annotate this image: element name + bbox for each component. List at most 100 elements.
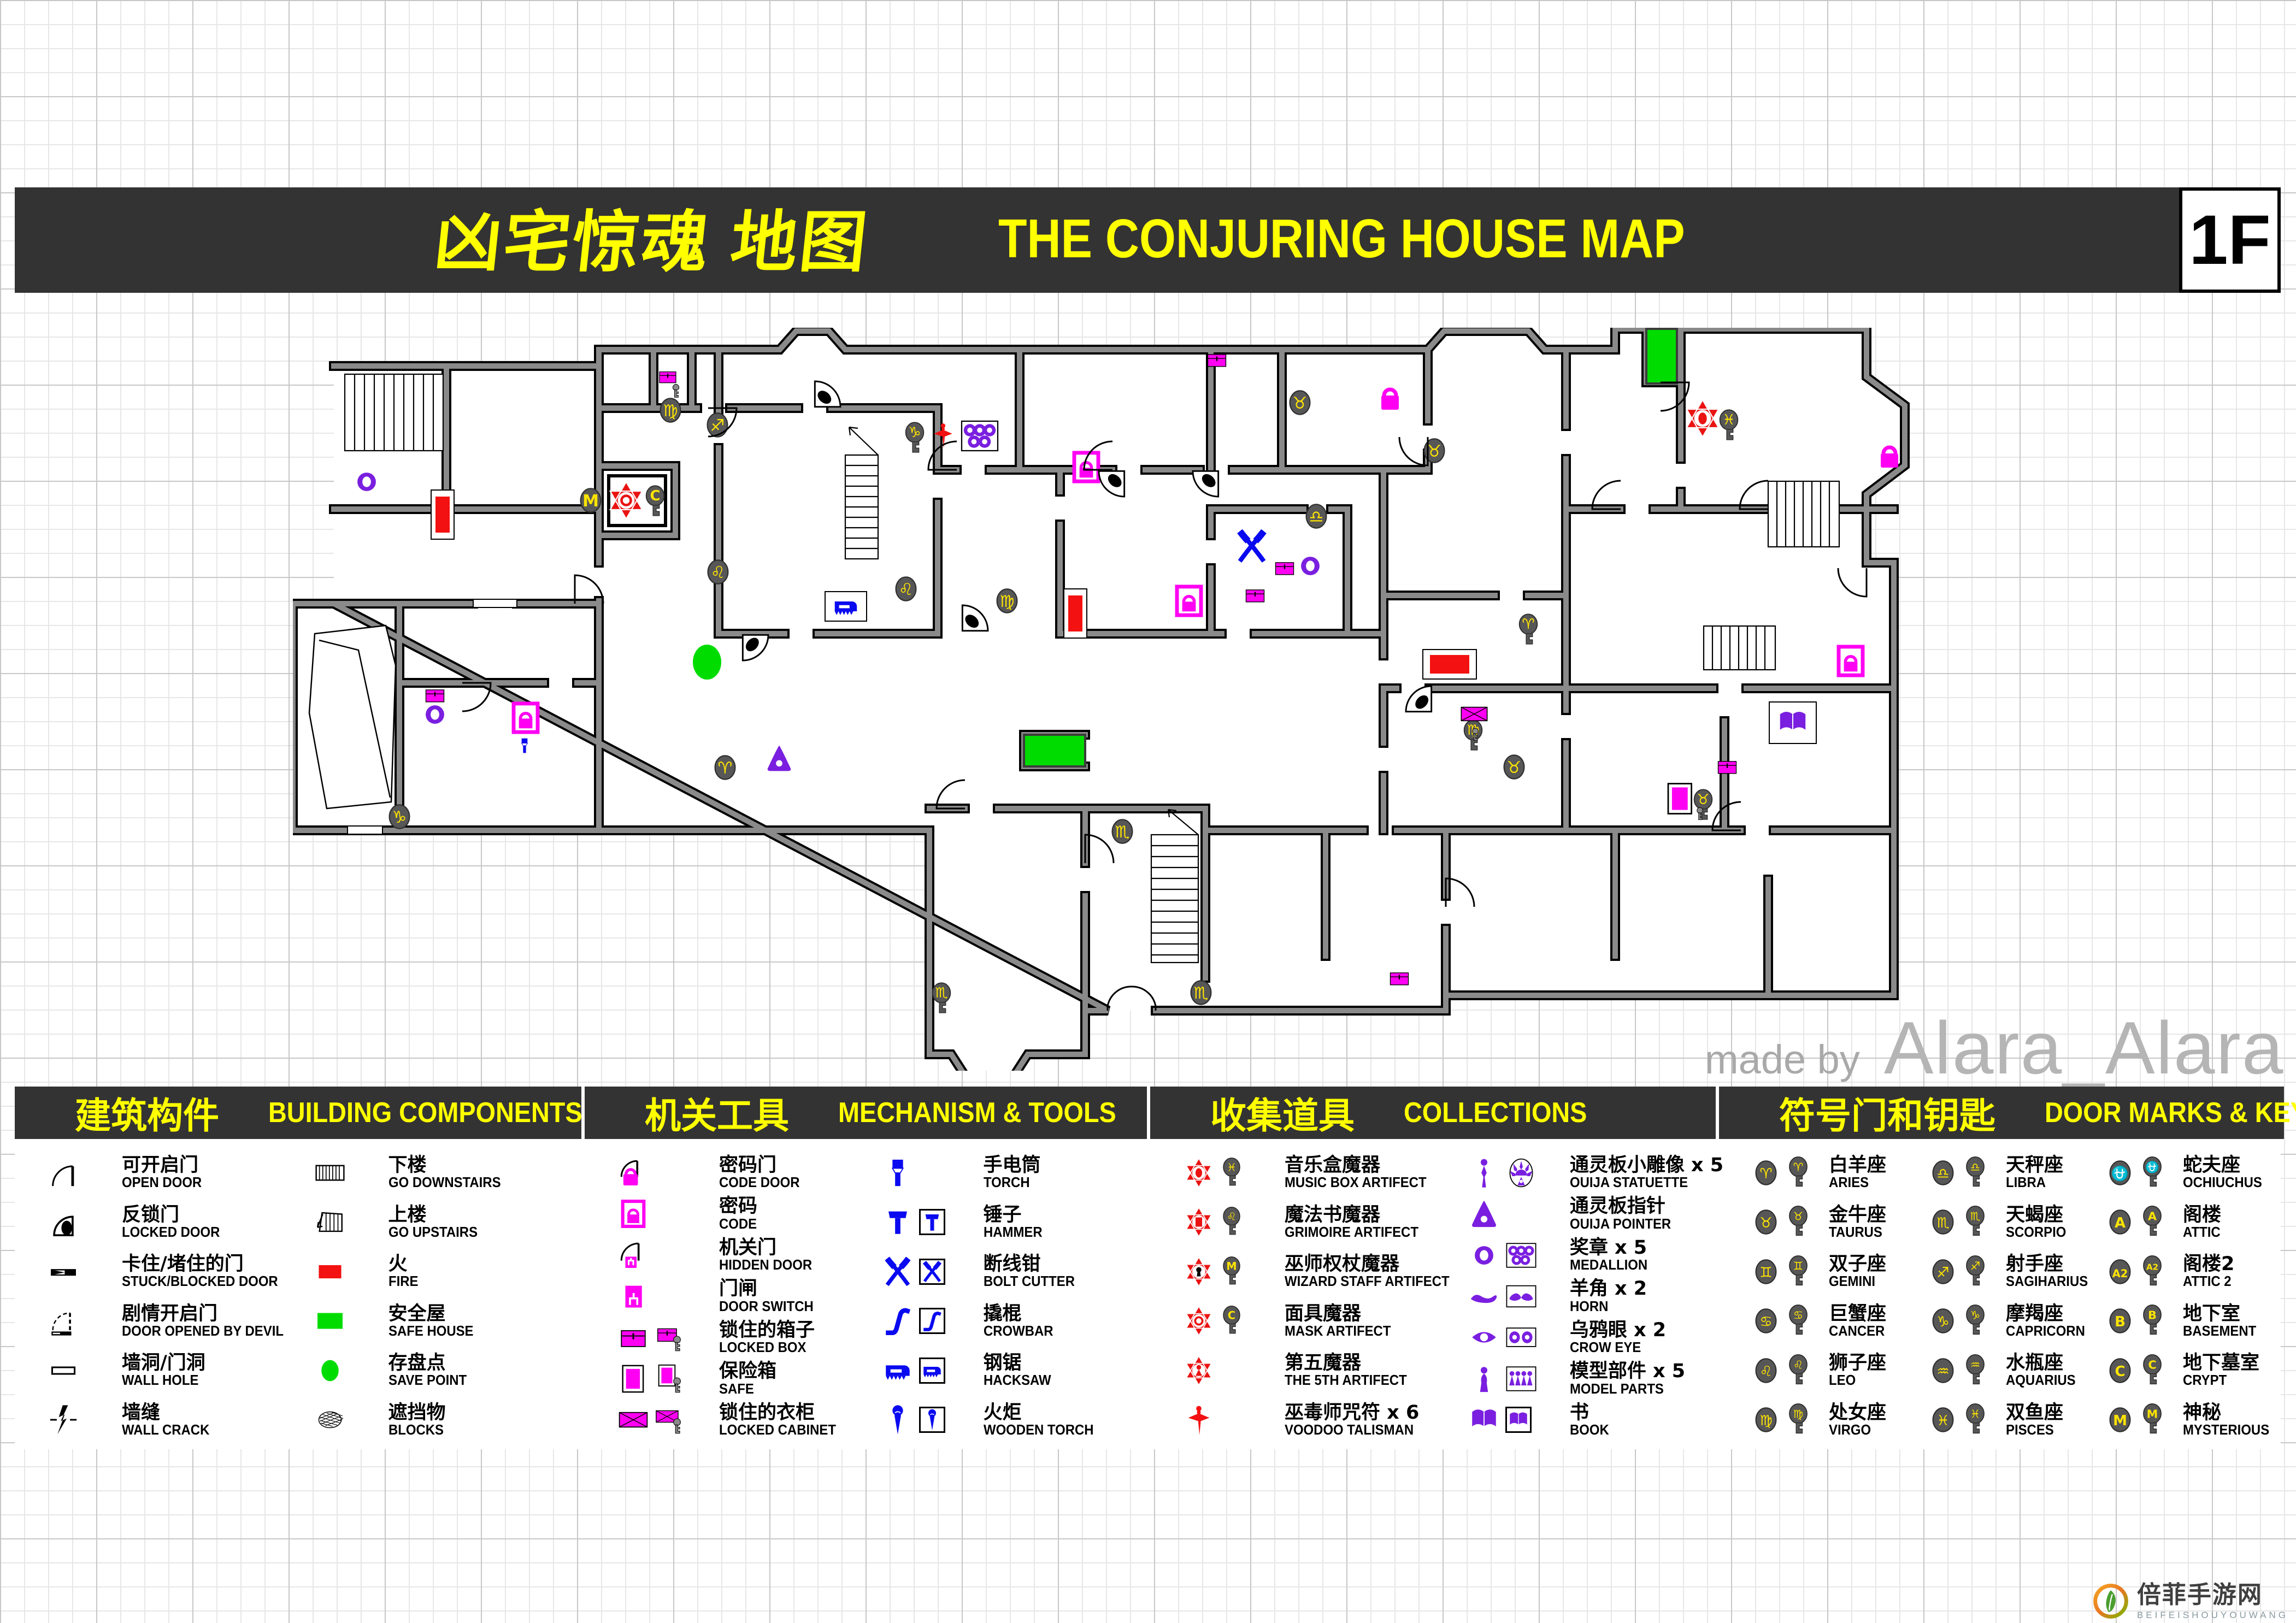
legend-label-zh: 阁楼2 (2183, 1253, 2235, 1276)
floor-badge: 1F (2179, 187, 2281, 293)
legend-label-en: LOCKED DOOR (122, 1223, 220, 1240)
legend-label-en: MEDALLION (1569, 1256, 1648, 1273)
marker-door (1837, 568, 1868, 598)
legend-label-zh: 安全屋 (388, 1302, 446, 1325)
crowbar-icon (882, 1305, 975, 1337)
legend-label-en: LIBRA (2006, 1174, 2046, 1191)
legend-label-zh: 上楼 (388, 1203, 427, 1226)
code-door-icon (617, 1157, 710, 1189)
marker-bookbox (1769, 701, 1817, 744)
statuette-icon (1468, 1157, 1561, 1189)
legend-label-en: ARIES (1829, 1174, 1869, 1191)
legend-label-zh: 保险箱 (719, 1360, 777, 1383)
svg-text:♈: ♈ (1759, 1165, 1772, 1182)
marker-door (1739, 480, 1769, 510)
svg-text:♏: ♏ (1970, 1209, 1980, 1223)
svg-text:♊: ♊ (1759, 1264, 1772, 1280)
legend-label-zh: 双子座 (1829, 1253, 1887, 1276)
stuck-door-icon (48, 1256, 113, 1288)
legend-header-building: 建筑构件 BUILDING COMPONENTS (15, 1087, 582, 1139)
star-5th-icon (1183, 1355, 1276, 1386)
legend-label-en: CROWBAR (983, 1322, 1053, 1339)
legend-header-zh: 建筑构件 (75, 1095, 219, 1136)
bolt-cutter-icon (882, 1256, 975, 1288)
stairs-down-icon (314, 1157, 380, 1189)
legend-label-zh: 阁楼 (2183, 1203, 2222, 1226)
legend-label-en: GO UPSTAIRS (388, 1223, 478, 1240)
legend-label-zh: 火 (388, 1253, 408, 1276)
legend-label-zh: 奖章 x 5 (1569, 1236, 1647, 1259)
legend-label-zh: 反锁门 (122, 1203, 180, 1226)
legend-label-zh: 白羊座 (1829, 1154, 1887, 1176)
legend-label-zh: 存盘点 (388, 1352, 446, 1374)
legend-label-en: VIRGO (1829, 1421, 1871, 1438)
legend-label-en: PISCES (2006, 1421, 2054, 1438)
svg-text:♊: ♊ (1793, 1259, 1803, 1272)
legend-label-zh: 模型部件 x 5 (1569, 1360, 1686, 1383)
svg-text:♌: ♌ (1227, 1211, 1236, 1223)
zodiac-icon: ♓♓ (1929, 1403, 1997, 1436)
svg-text:♓: ♓ (1970, 1408, 1980, 1421)
credit-author: Alara_Alara (1883, 1006, 2285, 1089)
star-staff-icon: M (1183, 1256, 1276, 1288)
marker-km: ♓ (1719, 409, 1739, 440)
legend-header-zh: 符号门和钥匙 (1779, 1095, 1995, 1136)
legend-label-en: CANCER (1829, 1322, 1885, 1339)
legend-label-en: MYSTERIOUS (2183, 1421, 2270, 1438)
svg-text:♉: ♉ (1697, 792, 1709, 808)
marker-door (574, 574, 604, 604)
legend-header-zh: 收集道具 (1210, 1095, 1355, 1136)
medallion-icon (1468, 1240, 1561, 1271)
wall-crack-icon (48, 1404, 113, 1436)
credit-prefix: made by (1705, 1037, 1860, 1082)
zodiac-icon: ♒♒ (1929, 1354, 1997, 1387)
legend-label-zh: 锁住的衣柜 (719, 1401, 815, 1424)
legend-label-en: WIZARD STAFF ARTIFECT (1285, 1273, 1450, 1290)
title-bar: 凶宅惊魂 地图 THE CONJURING HOUSE MAP 1F (15, 187, 2281, 293)
legend-label-en: WALL HOLE (122, 1372, 199, 1389)
legend-label-zh: 密码 (719, 1195, 758, 1218)
legend-label-zh: 羊角 x 2 (1569, 1278, 1647, 1300)
legend-label-zh: 狮子座 (1829, 1352, 1887, 1374)
marker-dm: ♏ (1111, 819, 1133, 844)
legend-label-zh: 魔法书魔器 (1285, 1203, 1381, 1226)
marker-sawbox (825, 591, 867, 622)
legend-label-zh: 地下墓室 (2183, 1352, 2260, 1374)
legend-label-en: HAMMER (983, 1223, 1043, 1240)
marker-door (1711, 801, 1741, 831)
hammer-icon (882, 1206, 975, 1238)
svg-text:♈: ♈ (1793, 1160, 1803, 1173)
svg-text:M: M (582, 492, 599, 511)
legend-header-en: COLLECTIONS (1404, 1097, 1587, 1129)
code-icon (617, 1198, 710, 1230)
svg-text:♑: ♑ (1970, 1309, 1980, 1322)
zodiac-icon: ♏♏ (1929, 1206, 1997, 1238)
legend-label-zh: 墙洞/门洞 (122, 1352, 205, 1374)
building-footprint (293, 329, 1905, 1077)
locked-box-icon (617, 1321, 710, 1353)
svg-text:M: M (1226, 1260, 1237, 1272)
svg-text:♐: ♐ (1970, 1259, 1980, 1272)
legend-label-zh: 双鱼座 (2006, 1401, 2064, 1424)
zodiac-icon: ♑♑ (1929, 1305, 1997, 1337)
legend-label-en: OPEN DOOR (122, 1174, 202, 1191)
marker-codebox (1839, 647, 1863, 675)
svg-text:B: B (2115, 1314, 2126, 1330)
